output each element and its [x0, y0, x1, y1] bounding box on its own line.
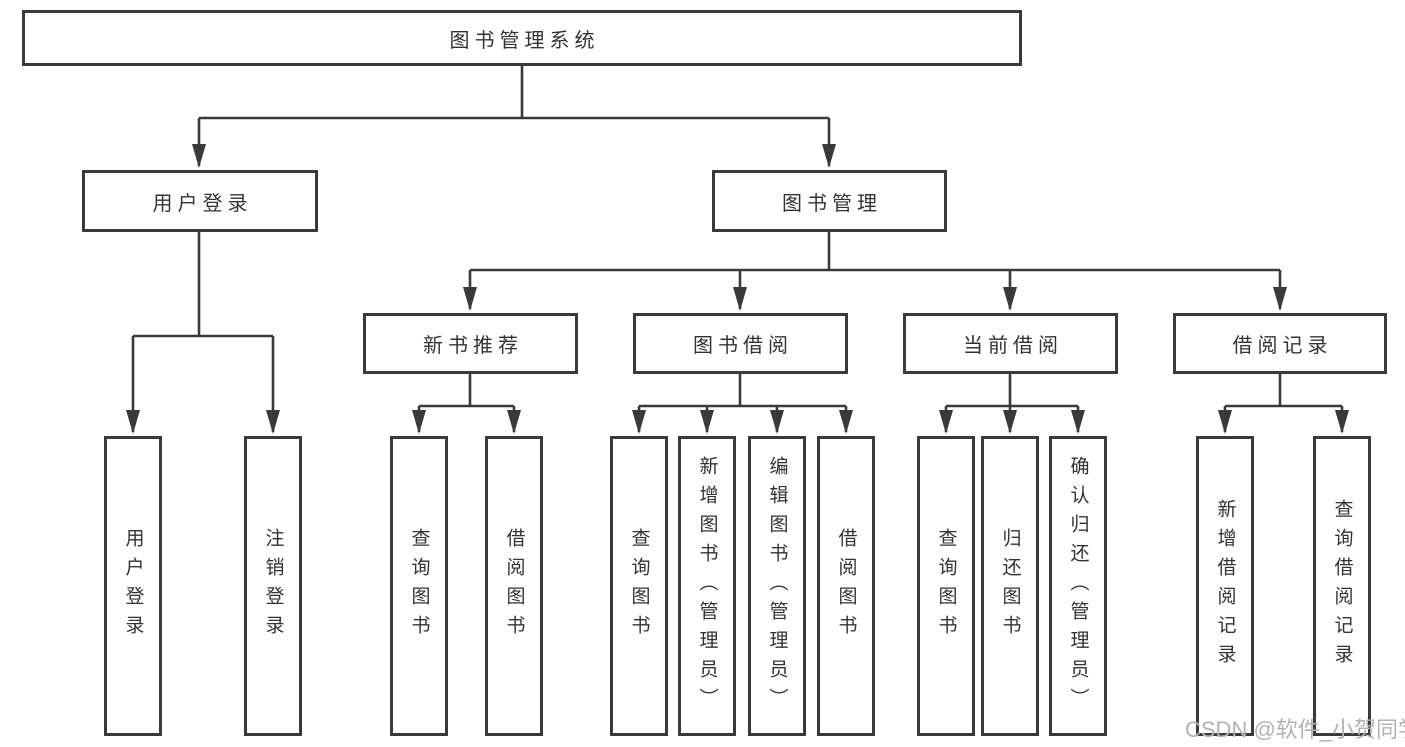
node-current-borrowing: 当前借阅 — [903, 313, 1118, 374]
node-book-management: 图书管理 — [712, 170, 947, 232]
node-label: 新增图书（管理员） — [696, 455, 718, 717]
node-label: 用户登录 — [122, 528, 144, 644]
csdn-watermark: CSDN @软件_小贺同学 — [1185, 717, 1405, 742]
node-library-management-system: 图书管理系统 — [22, 10, 1022, 66]
node-new-book-recommendation: 新书推荐 — [363, 313, 578, 374]
node-label: 用户登录 — [152, 192, 253, 215]
node-label: 确认归还（管理员） — [1067, 455, 1089, 717]
node-borrowing-records: 借阅记录 — [1173, 313, 1387, 374]
node-label: 查询借阅记录 — [1331, 499, 1353, 673]
node-label: 归还图书 — [999, 528, 1021, 644]
node-label: 新增借阅记录 — [1214, 499, 1236, 673]
leaf-query-books-borrowing: 查询图书 — [610, 436, 668, 736]
leaf-logout: 注销登录 — [244, 436, 302, 736]
leaf-add-borrow-record: 新增借阅记录 — [1196, 436, 1254, 736]
leaf-query-books-recommend: 查询图书 — [390, 436, 448, 736]
node-label: 借阅记录 — [1232, 335, 1333, 357]
leaf-borrow-books-borrowing: 借阅图书 — [817, 436, 875, 736]
node-label: 编辑图书（管理员） — [766, 455, 788, 717]
node-user-login: 用户登录 — [82, 170, 318, 232]
leaf-add-book-admin: 新增图书（管理员） — [678, 436, 736, 736]
node-label: 借阅图书 — [835, 528, 857, 644]
node-label: 查询图书 — [628, 528, 650, 644]
leaf-user-login: 用户登录 — [104, 436, 162, 736]
leaf-confirm-return-admin: 确认归还（管理员） — [1049, 436, 1107, 736]
node-label: 查询图书 — [408, 528, 430, 644]
node-label: 图书借阅 — [693, 335, 793, 357]
node-label: 借阅图书 — [503, 528, 525, 644]
node-label: 图书管理系统 — [449, 29, 600, 52]
node-label: 注销登录 — [262, 528, 284, 644]
leaf-query-books-current: 查询图书 — [917, 436, 975, 736]
node-label: 当前借阅 — [963, 335, 1063, 357]
node-label: 图书管理 — [782, 192, 882, 215]
node-label: 新书推荐 — [423, 335, 523, 357]
node-book-borrowing: 图书借阅 — [633, 313, 848, 374]
leaf-query-borrow-record: 查询借阅记录 — [1313, 436, 1371, 736]
node-label: 查询图书 — [935, 528, 957, 644]
leaf-borrow-books-recommend: 借阅图书 — [485, 436, 543, 736]
leaf-edit-book-admin: 编辑图书（管理员） — [748, 436, 806, 736]
leaf-return-book: 归还图书 — [981, 436, 1039, 736]
